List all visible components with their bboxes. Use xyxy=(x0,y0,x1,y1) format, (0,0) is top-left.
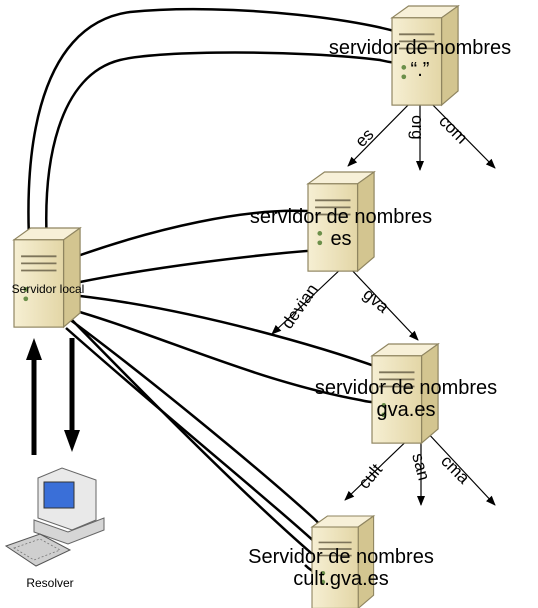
server-es-label-line1: servidor de nombres xyxy=(250,206,432,228)
edge-label-es: es xyxy=(351,125,377,151)
edge-label-san: san xyxy=(408,451,433,482)
server-local-icon xyxy=(13,227,81,329)
local-server-label: Servidor local xyxy=(12,282,85,296)
edge-root-com xyxy=(423,95,496,169)
arrow-up-head xyxy=(26,338,42,360)
edge-label-org: org xyxy=(408,115,427,140)
resolver-computer-icon xyxy=(4,467,105,567)
edge-es-devian xyxy=(271,265,345,335)
edge-label-cma: cma xyxy=(437,451,474,488)
resolver-label: Resolver xyxy=(26,576,73,590)
server-gva-label-line1: servidor de nombres xyxy=(315,377,497,399)
server-cult-label-line1: Servidor de nombres xyxy=(248,546,434,568)
edge-root-es xyxy=(347,94,419,167)
server-cult-label-line2: cult.gva.es xyxy=(293,568,389,590)
edge-label-devian: devian xyxy=(278,280,322,332)
server-root-label-line2: “.” xyxy=(411,59,430,81)
edge-label-gva: gva xyxy=(359,285,393,318)
loop-cult-b xyxy=(65,327,330,575)
server-es-label-line2: es xyxy=(330,228,351,250)
arrow-down-head xyxy=(64,430,80,452)
resolver-arrows xyxy=(26,338,80,455)
server-root-label-line1: servidor de nombres xyxy=(329,37,511,59)
server-labels: servidor de nombres “.” servidor de nomb… xyxy=(12,37,512,590)
edge-es-gva xyxy=(347,265,419,341)
server-gva-label-line2: gva.es xyxy=(377,399,436,421)
edge-gva-cma xyxy=(424,429,496,506)
edge-label-com: com xyxy=(435,111,471,147)
